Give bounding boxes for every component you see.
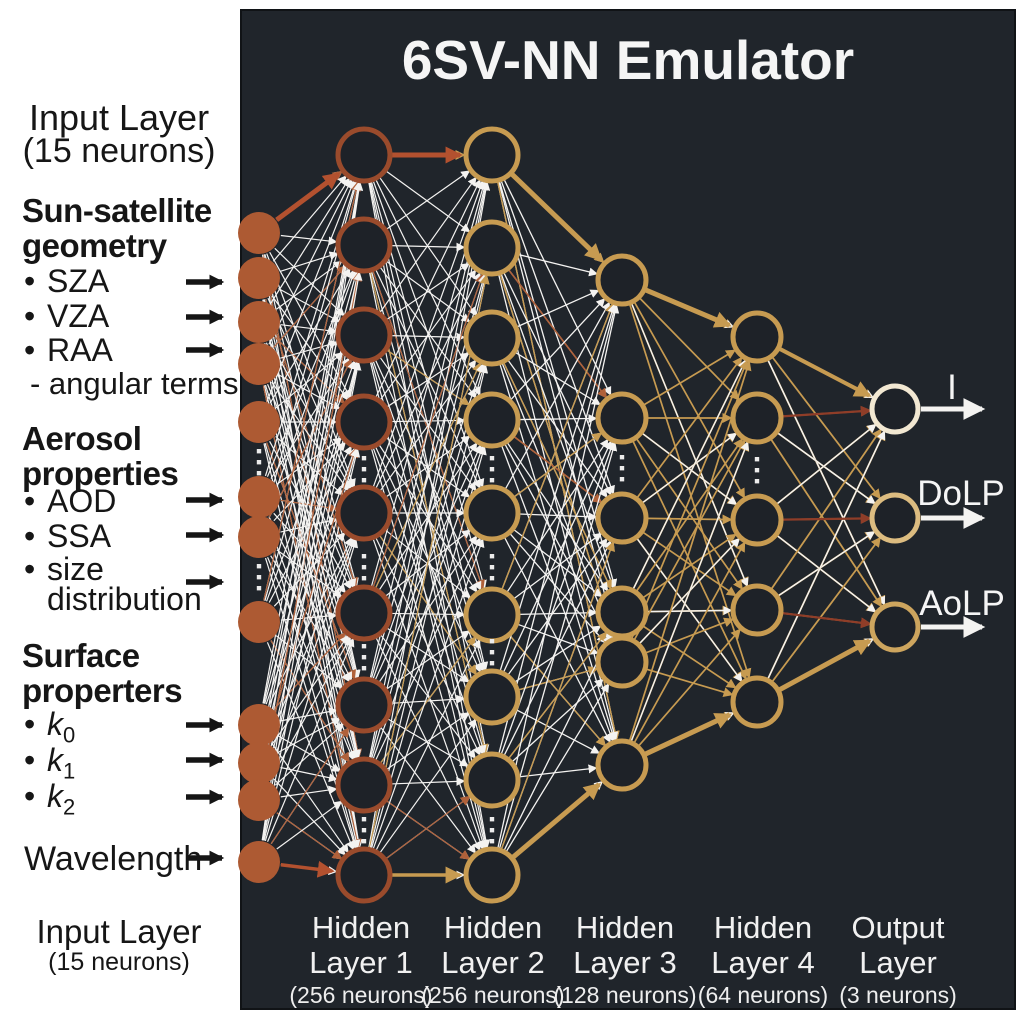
bullet-glyph: • xyxy=(24,332,36,368)
group-heading-properties: properties xyxy=(22,455,179,492)
input-layer-caption-top: Input Layer xyxy=(28,97,210,138)
bullet-glyph: • xyxy=(24,518,36,554)
bullet-glyph: • xyxy=(24,263,36,299)
bullet-item-ssa: •SSA xyxy=(24,518,112,554)
bullet-glyph: • xyxy=(24,778,36,814)
group-heading-surface: Surface xyxy=(22,637,140,674)
diagram-title: 6SV-NN Emulator xyxy=(401,29,855,91)
bullet-glyph: • xyxy=(24,706,36,742)
group-heading-geometry: geometry xyxy=(22,227,167,264)
bullet-glyph: • xyxy=(24,483,36,519)
bullet-item-k0: •k0 xyxy=(24,706,76,748)
bullet-glyph: • xyxy=(24,298,36,334)
bullet-item-aod: •AOD xyxy=(24,483,117,519)
wavelength-label: Wavelength xyxy=(24,840,203,878)
bullet-item-vza: •VZA xyxy=(24,298,110,334)
bullet-glyph: • xyxy=(24,551,36,587)
output-label-dolp: DoLP xyxy=(917,474,1005,513)
output-label-aolp: AoLP xyxy=(919,584,1005,623)
bullet-item-k2: •k2 xyxy=(24,778,76,820)
network-panel-background xyxy=(240,9,1016,1010)
input-layer-neuron-count-bottom: (15 neurons) xyxy=(48,948,190,976)
output-label-i: I xyxy=(947,368,957,407)
note--angular-terms: - angular terms xyxy=(30,366,239,401)
bullet-item-distribution: distribution xyxy=(47,581,202,617)
input-layer-neuron-count-top: (15 neurons) xyxy=(22,132,216,170)
bullet-glyph: • xyxy=(24,742,36,778)
input-layer-caption-bottom: Input Layer xyxy=(36,913,202,950)
bullet-item-raa: •RAA xyxy=(24,332,113,368)
group-heading-properters: properters xyxy=(22,672,183,709)
bullet-item-size: •size xyxy=(24,551,104,587)
bullet-item-sza: •SZA xyxy=(24,263,110,299)
bullet-item-k1: •k1 xyxy=(24,742,76,784)
group-heading-sun-satellite: Sun-satellite xyxy=(22,192,212,229)
group-heading-aerosol: Aerosol xyxy=(22,420,142,457)
